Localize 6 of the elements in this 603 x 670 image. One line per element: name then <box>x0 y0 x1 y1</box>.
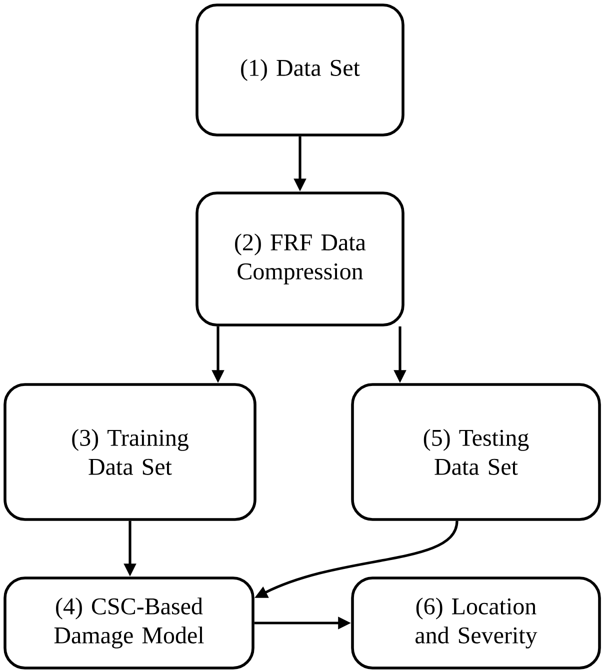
process-box: (4) CSC-Based Damage Model <box>4 576 254 670</box>
process-box: (6) Location and Severity <box>351 576 601 670</box>
process-box: (1) Data Set <box>196 4 404 136</box>
process-box: (5) Testing Data Set <box>351 383 601 521</box>
process-box: (3) Training Data Set <box>4 383 256 521</box>
process-box: (2) FRF Data Compression <box>196 192 404 326</box>
